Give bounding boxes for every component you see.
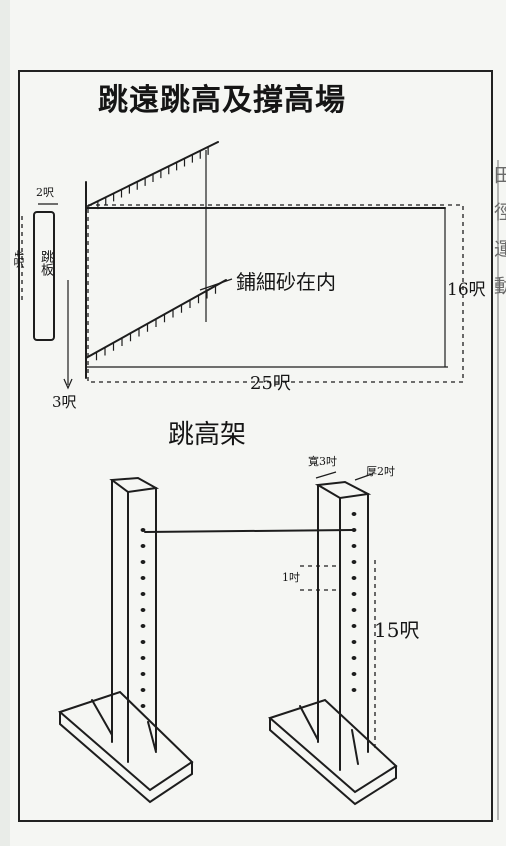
right-post-hole	[351, 672, 357, 676]
width-label: 寬3吋	[308, 455, 337, 468]
stands-title: 跳高架	[168, 420, 247, 450]
paper-sheet	[10, 0, 506, 846]
left-post-hole	[140, 576, 146, 580]
left-post-hole	[140, 688, 146, 692]
board-length-label: 4呎	[12, 250, 25, 268]
edge-text: 田徑運動	[491, 165, 506, 313]
right-base-side	[269, 717, 397, 806]
pit-length-label: 25呎	[250, 373, 291, 394]
right-post-hole	[351, 688, 357, 692]
left-base-side	[59, 711, 193, 804]
left-post-hole	[140, 544, 146, 548]
thickness-dim-line	[354, 473, 373, 481]
thickness-label: 厚2吋	[366, 465, 395, 478]
lower-ramp-ticks	[95, 285, 217, 361]
left-post-hole	[140, 528, 146, 532]
right-post-hole	[351, 544, 357, 548]
post-height-label: 15呎	[374, 618, 420, 642]
right-post-holes	[351, 512, 357, 692]
board-width-label: 2呎	[36, 186, 54, 199]
right-post-hole	[351, 624, 357, 628]
left-post-top	[109, 476, 160, 494]
right-post-hole	[351, 528, 357, 532]
left-post-hole	[140, 672, 146, 676]
page-title: 跳遠跳高及撐高場	[98, 83, 346, 118]
right-post-hole	[351, 512, 357, 516]
pit-width-label: 16呎	[447, 280, 486, 300]
runway-arrow-head	[63, 378, 73, 390]
crossbar	[144, 529, 353, 533]
width-dim-line	[315, 471, 337, 479]
upper-ramp-ticks	[97, 146, 209, 210]
right-post-hole	[351, 576, 357, 580]
right-brace-b	[351, 729, 359, 765]
left-post-hole	[140, 704, 146, 708]
left-post-hole	[140, 608, 146, 612]
jump-pit-diagram	[21, 141, 464, 390]
runway-offset-label: 3呎	[52, 393, 77, 411]
left-brace-b	[147, 721, 157, 753]
left-post-hole	[140, 640, 146, 644]
right-post-hole	[351, 640, 357, 644]
left-post-holes	[140, 528, 146, 708]
right-post-hole	[351, 560, 357, 564]
pit-note: 鋪細砂在内	[236, 270, 336, 294]
left-post-hole	[140, 656, 146, 660]
left-post-hole	[140, 560, 146, 564]
takeoff-board-label: 跳板	[38, 250, 53, 276]
note-pointer	[199, 278, 233, 291]
left-brace-a	[91, 699, 113, 736]
right-brace-a	[299, 705, 319, 741]
takeoff-board	[33, 211, 55, 341]
high-jump-stands-diagram	[58, 471, 398, 806]
right-post-hole	[351, 656, 357, 660]
pit-dashed-outline	[87, 204, 464, 383]
page-border	[18, 70, 493, 822]
left-post-hole	[140, 624, 146, 628]
hole-spacing-label: 1吋	[282, 571, 300, 584]
right-post-hole	[351, 592, 357, 596]
right-post-hole	[351, 608, 357, 612]
left-post-hole	[140, 592, 146, 596]
right-post-top	[314, 480, 372, 500]
